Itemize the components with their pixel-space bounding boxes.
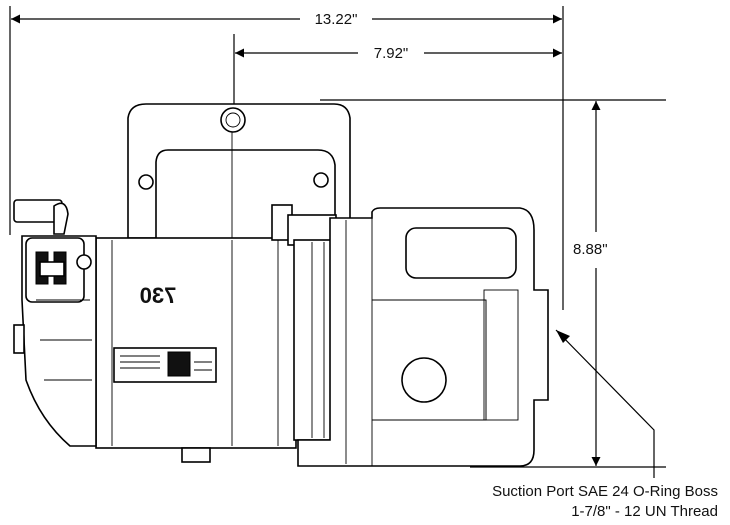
partial-length-label: 7.92" xyxy=(374,45,409,62)
suction-port-note-line2: 1-7/8" - 12 UN Thread xyxy=(571,503,718,520)
pump-port xyxy=(401,357,447,403)
height-dimension: 8.88" xyxy=(320,99,666,468)
adapter-flange xyxy=(293,239,335,441)
handle-hole-left xyxy=(138,174,154,190)
suction-port-note-line1: Suction Port SAE 24 O-Ring Boss xyxy=(492,483,718,500)
partial-length-dimension: 7.92" xyxy=(233,34,562,110)
suction-port-leader xyxy=(555,329,655,478)
overall-length-label: 13.22" xyxy=(315,11,358,28)
model-marking: 730 xyxy=(140,283,177,308)
eye-bolt xyxy=(220,107,246,133)
motor-housing xyxy=(95,237,297,449)
top-port xyxy=(405,227,517,279)
overall-length-dimension: 13.22" xyxy=(9,6,564,310)
height-label: 8.88" xyxy=(573,241,608,258)
leader-line xyxy=(555,329,655,478)
pump-body: 730 xyxy=(13,103,549,467)
handle-hole-right xyxy=(313,172,329,188)
nameplate xyxy=(113,347,217,383)
